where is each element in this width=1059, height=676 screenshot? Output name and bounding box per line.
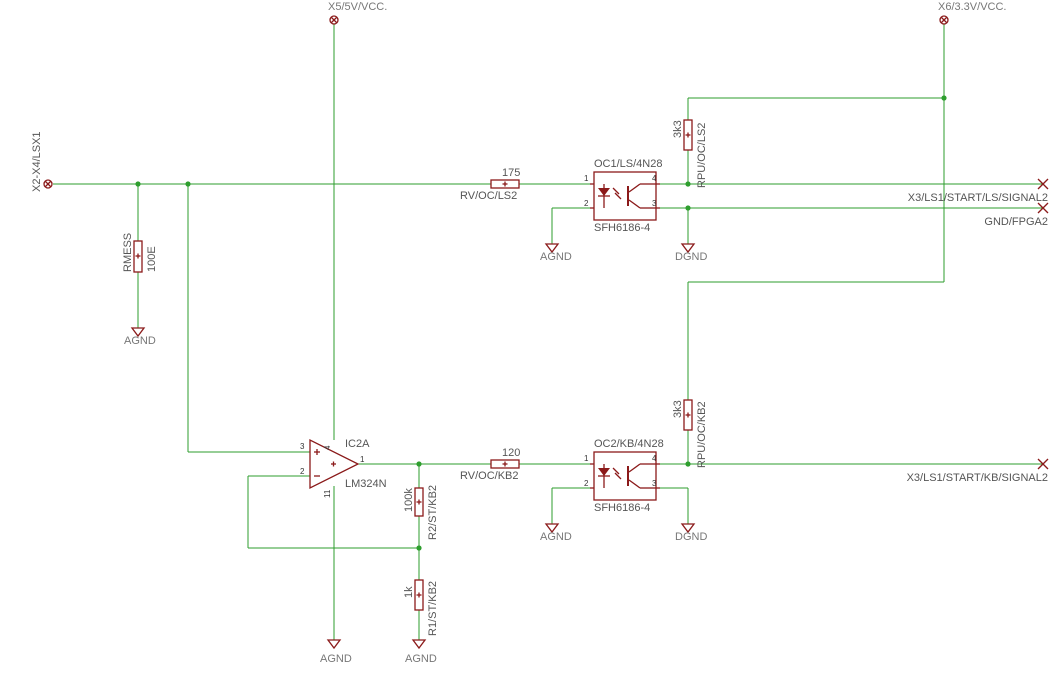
ground-label: AGND — [540, 251, 572, 263]
ground-dgnd-oc2: DGND — [675, 523, 707, 543]
junction-dot — [135, 181, 141, 187]
connector-x2[interactable]: X2-X4/LSX1 — [31, 131, 53, 192]
opamp-pin-4: 4 — [323, 445, 332, 450]
opamp-pin-2: 2 — [300, 467, 305, 476]
junction-dot — [416, 461, 422, 467]
resistor-r1-value: 1k — [403, 586, 415, 598]
oc2-pin-4: 4 — [652, 454, 657, 463]
connector-x6-label: X6/3.3V/VCC. — [938, 1, 1006, 13]
oc1-part: SFH6186-4 — [594, 222, 650, 234]
resistor-rpu-kb-name: RPU/OC/KB2 — [696, 401, 708, 468]
junction-dot — [685, 205, 691, 211]
oc2-name: OC2/KB/4N28 — [594, 438, 664, 450]
junction-dot — [685, 181, 691, 187]
connector-x5[interactable]: X5/5V/VCC. — [328, 1, 387, 25]
connector-x3-ls-label: X3/LS1/START/LS/SIGNAL2 — [908, 192, 1048, 204]
junction-dot — [685, 461, 691, 467]
ground-label: AGND — [540, 531, 572, 543]
ground-agnd-oc2: AGND — [540, 523, 572, 543]
resistor-r1-st-kb2[interactable]: 1k R1/ST/KB2 — [403, 579, 439, 636]
junction-dot — [416, 545, 422, 551]
wires — [53, 24, 1042, 640]
oc1-pin-3: 3 — [652, 199, 657, 208]
resistor-rmess-value: 100E — [146, 246, 158, 272]
ground-label: AGND — [124, 335, 156, 347]
oc1-name: OC1/LS/4N28 — [594, 158, 662, 170]
ground-agnd-opamp: AGND — [320, 639, 352, 665]
resistor-rmess-name: RMESS — [122, 233, 134, 272]
resistor-rmess[interactable]: RMESS 100E — [122, 233, 158, 273]
ground-label: AGND — [320, 653, 352, 665]
junction-dot — [941, 95, 947, 101]
connector-x3-kb[interactable]: X3/LS1/START/KB/SIGNAL2 — [907, 458, 1049, 484]
connector-x2-label: X2-X4/LSX1 — [31, 131, 43, 192]
optocoupler-oc2[interactable]: 1 2 3 4 OC2/KB/4N28 SFH6186-4 — [584, 438, 664, 514]
oc2-pin-1: 1 — [584, 454, 589, 463]
resistor-r2-st-kb2[interactable]: 100k R2/ST/KB2 — [403, 485, 439, 540]
ground-label: DGND — [675, 531, 707, 543]
optocoupler-oc1[interactable]: 1 2 3 4 OC1/LS/4N28 SFH6186-4 — [584, 158, 662, 234]
oc2-pin-2: 2 — [584, 479, 589, 488]
connector-gnd-fpga-label: GND/FPGA2 — [984, 216, 1048, 228]
ground-label: DGND — [675, 251, 707, 263]
resistor-rpu-ls-value: 3k3 — [672, 120, 684, 138]
resistor-rpu-oc-ls2[interactable]: 3k3 RPU/OC/LS2 — [672, 119, 708, 188]
opamp-name: IC2A — [345, 438, 370, 450]
ground-dgnd-oc1: DGND — [675, 243, 707, 263]
resistor-rv-ls-name: RV/OC/LS2 — [460, 190, 517, 202]
junction-dot — [185, 181, 191, 187]
resistor-rv-ls-value: 175 — [502, 167, 520, 179]
ground-agnd-oc1: AGND — [540, 243, 572, 263]
resistor-rpu-kb-value: 3k3 — [672, 400, 684, 418]
oc1-pin-2: 2 — [584, 199, 589, 208]
junctions — [135, 95, 947, 551]
connector-gnd-fpga[interactable]: GND/FPGA2 — [984, 202, 1049, 228]
opamp-pin-3: 3 — [300, 442, 305, 451]
oc2-part: SFH6186-4 — [594, 502, 650, 514]
connector-x6[interactable]: X6/3.3V/VCC. — [938, 1, 1006, 25]
resistor-r2-value: 100k — [403, 488, 415, 512]
opamp-value: LM324N — [345, 478, 387, 490]
ground-agnd-divider: AGND — [405, 639, 437, 665]
oc1-pin-1: 1 — [584, 174, 589, 183]
opamp-ic2a[interactable]: 3 2 1 4 11 IC2A LM324N — [300, 438, 387, 498]
ground-label: AGND — [405, 653, 437, 665]
resistor-rv-kb-value: 120 — [502, 447, 520, 459]
resistor-rpu-ls-name: RPU/OC/LS2 — [696, 123, 708, 188]
resistor-rv-oc-ls2[interactable]: 175 RV/OC/LS2 — [460, 167, 520, 202]
resistor-rv-kb-name: RV/OC/KB2 — [460, 470, 519, 482]
connector-x3-ls[interactable]: X3/LS1/START/LS/SIGNAL2 — [908, 178, 1049, 204]
opamp-pin-11: 11 — [323, 489, 332, 498]
resistor-rpu-oc-kb2[interactable]: 3k3 RPU/OC/KB2 — [672, 399, 708, 468]
oc2-pin-3: 3 — [652, 479, 657, 488]
ground-agnd-rmess: AGND — [124, 327, 156, 347]
resistor-rv-oc-kb2[interactable]: 120 RV/OC/KB2 — [460, 447, 520, 482]
oc1-pin-4: 4 — [652, 174, 657, 183]
connector-x3-kb-label: X3/LS1/START/KB/SIGNAL2 — [907, 472, 1048, 484]
resistor-r2-name: R2/ST/KB2 — [427, 485, 439, 540]
opamp-pin-1: 1 — [360, 455, 365, 464]
resistor-r1-name: R1/ST/KB2 — [427, 581, 439, 636]
connector-x5-label: X5/5V/VCC. — [328, 1, 387, 13]
